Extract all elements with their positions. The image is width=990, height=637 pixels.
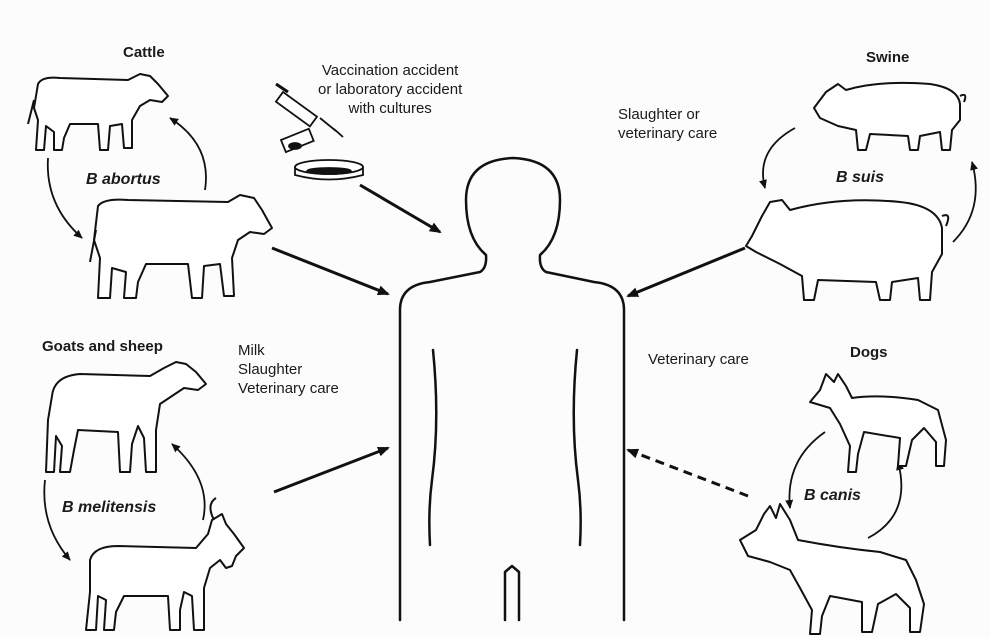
cow-icon	[90, 195, 272, 298]
swine-cycle-arrow-down	[763, 128, 795, 188]
dogs-species-label: B canis	[804, 486, 861, 505]
dog-icon	[810, 374, 946, 472]
slide-icon	[281, 129, 314, 152]
swine-cycle-arrow-up	[953, 162, 976, 242]
arrow-goats-to-human	[274, 448, 388, 492]
cattle-cycle-arrow-up	[170, 118, 206, 190]
petri-dish-icon	[295, 160, 363, 180]
cattle-title: Cattle	[123, 43, 165, 62]
dogs-cycle-arrow-up	[868, 462, 901, 538]
arrow-lab-to-human	[360, 185, 440, 232]
pig-icon	[746, 200, 948, 300]
swine-species-label: B suis	[836, 168, 884, 187]
arrow-cattle-to-human	[272, 248, 388, 294]
goats-sheep-title: Goats and sheep	[42, 337, 163, 356]
swine-title: Swine	[866, 48, 909, 67]
arrow-swine-to-human	[628, 248, 745, 296]
dog-icon	[740, 504, 924, 634]
swine-route-label: Slaughter or veterinary care	[618, 105, 717, 143]
dogs-title: Dogs	[850, 343, 888, 362]
sheep-icon	[46, 362, 206, 472]
cattle-cycle-arrow-down	[48, 158, 82, 238]
goats-sheep-species-label: B melitensis	[62, 498, 156, 517]
arrow-dogs-to-human	[628, 450, 748, 496]
cattle-species-label: B abortus	[86, 170, 161, 189]
goats-cycle-arrow-down	[44, 480, 70, 560]
transmission-arrows	[272, 185, 748, 496]
goat-icon	[86, 498, 244, 630]
dogs-route-label: Veterinary care	[648, 350, 749, 369]
goats-cycle-arrow-up	[172, 444, 205, 520]
cow-icon	[28, 74, 168, 150]
pig-icon	[814, 83, 965, 150]
goats-sheep-route-label: Milk Slaughter Veterinary care	[238, 341, 339, 398]
laboratory-route-label: Vaccination accident or laboratory accid…	[318, 61, 462, 118]
